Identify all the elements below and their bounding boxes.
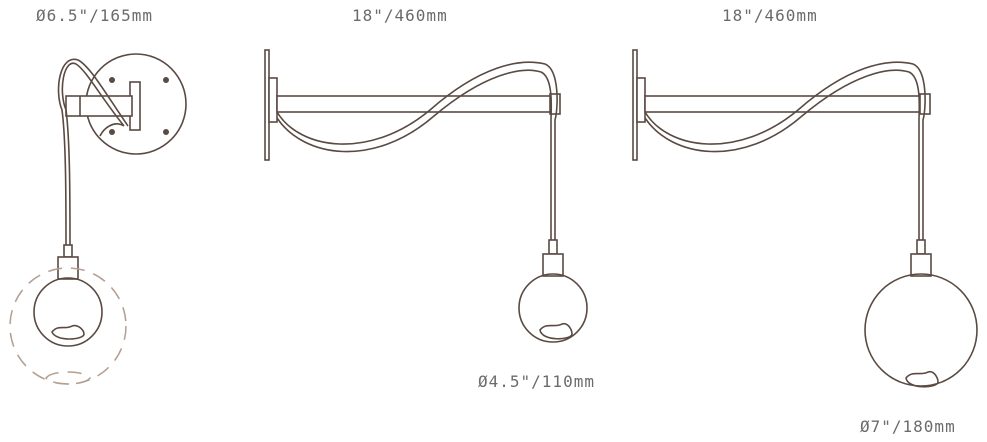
side-view-small: [264, 49, 588, 343]
globe-small-diameter-label: Ø4.5"/110mm: [478, 372, 595, 391]
globe-large-diameter-label: Ø7"/180mm: [860, 417, 956, 436]
cord: [276, 61, 558, 240]
swing-range: [9, 267, 127, 385]
socket: [542, 253, 564, 277]
front-view: [9, 53, 187, 385]
swing-filament: [45, 371, 91, 385]
screw: [109, 77, 115, 83]
arm-end: [65, 95, 133, 117]
cord: [61, 62, 125, 246]
arm-length-label-small: 18"/460mm: [352, 6, 448, 25]
arm-length-label-large: 18"/460mm: [722, 6, 818, 25]
globe-large: [864, 273, 978, 387]
globe: [33, 277, 103, 347]
filament: [51, 324, 85, 340]
screw: [109, 129, 115, 135]
cord-outline: [276, 69, 553, 240]
filament: [905, 370, 939, 388]
socket-cap: [548, 239, 558, 255]
socket-cap: [916, 239, 926, 255]
socket: [910, 253, 932, 277]
screw: [163, 77, 169, 83]
socket-cap: [63, 244, 73, 258]
socket: [57, 256, 79, 280]
arm: [276, 95, 558, 113]
cord: [644, 61, 926, 240]
filament: [539, 322, 573, 340]
mount-bracket: [636, 77, 646, 123]
arm-cap: [549, 93, 561, 115]
cord-outline: [57, 58, 129, 246]
backplate-diameter-label: Ø6.5"/165mm: [36, 6, 153, 25]
screw: [163, 129, 169, 135]
mount-bracket: [268, 77, 278, 123]
arm: [644, 95, 928, 113]
globe-small: [518, 273, 588, 343]
cord-outline: [644, 69, 921, 240]
side-view-large: [632, 49, 978, 388]
